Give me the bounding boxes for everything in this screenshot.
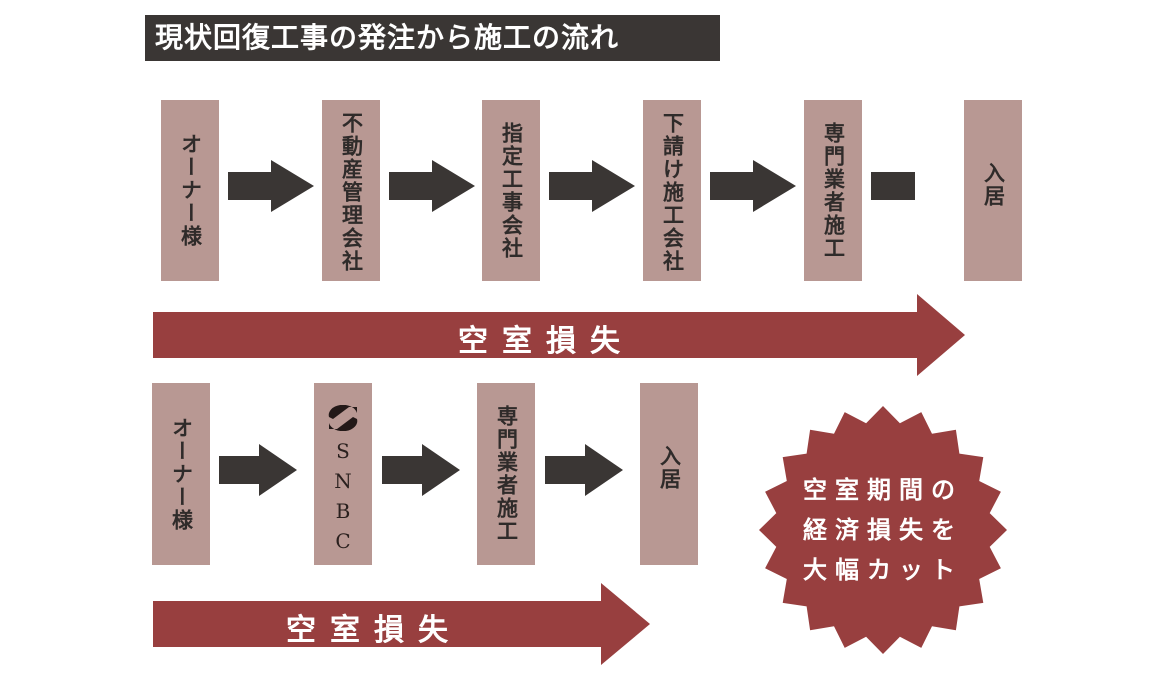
page-title: 現状回復工事の発注から施工の流れ <box>145 15 720 61</box>
step-specialist: 専門業者施工 <box>477 383 535 565</box>
arrow-right-icon <box>228 160 314 212</box>
step-label: 入居 <box>981 162 1006 208</box>
arrow-right-icon <box>219 444 297 496</box>
step-label: 入居 <box>657 445 682 491</box>
arrow-right-icon <box>545 444 623 496</box>
arrow-right-icon <box>382 444 460 496</box>
step-label: 専門業者施工 <box>821 121 846 260</box>
step-label: 不動産管理会社 <box>339 112 364 273</box>
arrow-right-icon <box>549 160 635 212</box>
step-move-in: 入居 <box>964 100 1022 281</box>
vacancy-loss-arrow-snbc: 空室損失 <box>153 583 650 665</box>
starburst-shape <box>759 406 1007 654</box>
long-arrow-icon <box>153 294 965 376</box>
vacancy-loss-arrow-current: 空室損失 <box>153 294 965 376</box>
step-specialist: 専門業者施工 <box>804 100 862 281</box>
badge-line: 空室期間の <box>803 476 963 504</box>
loss-label: 空室損失 <box>286 613 462 648</box>
step-subcontractor: 下請け施工会社 <box>643 100 701 281</box>
step-move-in: 入居 <box>640 383 698 565</box>
step-label: オーナー様 <box>178 133 203 248</box>
dash-connector-icon <box>871 172 915 200</box>
step-snbc: SNBC <box>314 383 372 565</box>
arrow-right-icon <box>710 160 796 212</box>
step-label: SNBC <box>331 439 355 559</box>
step-label: 下請け施工会社 <box>660 112 685 273</box>
step-designated-contractor: 指定工事会社 <box>482 100 540 281</box>
step-owner: オーナー様 <box>161 100 219 281</box>
long-arrow-icon <box>153 583 650 665</box>
badge-line: 大幅カット <box>803 556 963 584</box>
badge-line: 経済損失を <box>803 516 963 544</box>
arrow-right-icon <box>389 160 475 212</box>
snbc-logo-icon <box>328 405 358 431</box>
step-label: オーナー様 <box>169 416 194 532</box>
cost-cut-badge: 空室期間の 経済損失を 大幅カット <box>758 405 1008 655</box>
step-property-management: 不動産管理会社 <box>322 100 380 281</box>
step-label: 専門業者施工 <box>494 405 519 543</box>
starburst-icon <box>759 406 1007 654</box>
step-owner: オーナー様 <box>152 383 210 565</box>
loss-label: 空室損失 <box>458 324 634 359</box>
step-label: 指定工事会社 <box>499 121 524 260</box>
